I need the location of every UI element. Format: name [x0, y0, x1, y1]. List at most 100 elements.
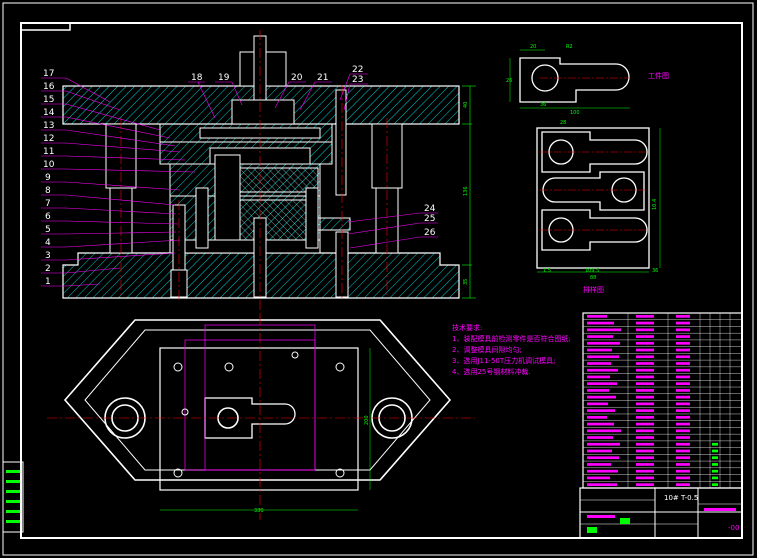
- table-cell-text: [636, 395, 654, 399]
- strip-dims: [537, 128, 661, 273]
- part-no: 25: [424, 214, 435, 224]
- part-number-leaders: [41, 73, 438, 287]
- strip-centerlines: [540, 151, 648, 231]
- table-cell-text: [636, 415, 654, 419]
- table-cell-text: [636, 436, 654, 439]
- table-cell-text: [587, 449, 612, 453]
- title-block: [579, 487, 743, 539]
- table-cell-text: [636, 328, 654, 332]
- table-cell-text: [676, 335, 690, 338]
- table-cell-text: [587, 415, 607, 419]
- part-no: 12: [43, 134, 54, 144]
- dim-text: 36: [540, 102, 546, 108]
- table-cell-text: [676, 368, 690, 372]
- table-cell-text: [636, 449, 654, 453]
- table-cell-text: [676, 315, 690, 318]
- part-no: 19: [218, 73, 230, 83]
- dim-text: 40: [463, 102, 469, 108]
- strip-layout-drawing: [536, 127, 650, 269]
- table-cell-text: [636, 315, 654, 318]
- parts-list-table: [582, 312, 743, 489]
- table-cell-text: [636, 348, 654, 352]
- table-cell-text: [636, 335, 654, 338]
- dim-text: 36: [652, 268, 658, 274]
- table-cell-text: [676, 436, 690, 439]
- dim-text: 1.5: [543, 268, 551, 274]
- dim-text: 100: [570, 110, 580, 116]
- table-cell-text: [712, 449, 718, 453]
- table-cell-text: [676, 483, 690, 486]
- tech-note: 2、调整模具间隙均匀;: [452, 345, 522, 354]
- table-cell-text: [676, 362, 690, 365]
- table-cell-text: [712, 476, 718, 480]
- part-no: 3: [45, 251, 51, 261]
- dim-text: 26: [506, 78, 512, 84]
- tech-note: 1、装配模具前检测零件是否符合图纸;: [452, 334, 571, 343]
- table-cell-text: [587, 315, 607, 318]
- part-no: 4: [45, 238, 51, 248]
- table-cell-text: [587, 355, 619, 359]
- table-cell-text: [587, 348, 612, 352]
- part-no: 5: [45, 225, 51, 235]
- revision-block: [2, 461, 24, 533]
- table-cell-text: [587, 436, 613, 439]
- table-cell-text: [587, 456, 619, 460]
- part-no: 13: [43, 121, 54, 131]
- dim-text: 35: [463, 279, 469, 285]
- table-cell-text: [676, 415, 690, 419]
- table-cell-text: [676, 409, 690, 412]
- table-cell-text: [587, 463, 611, 466]
- table-cell-text: [676, 449, 690, 453]
- table-cell-text: [587, 483, 617, 486]
- table-cell-text: [587, 469, 618, 473]
- part-no: 7: [45, 199, 51, 209]
- workpiece-drawing: [519, 57, 630, 103]
- table-cell-text: [636, 321, 654, 325]
- table-cell-text: [636, 382, 654, 386]
- table-cell-text: [587, 476, 610, 480]
- part-no: 10: [43, 160, 55, 170]
- table-cell-text: [676, 389, 690, 392]
- table-cell-text: [587, 389, 609, 392]
- dim-text: 330: [254, 508, 264, 514]
- table-cell-text: [587, 335, 613, 338]
- plan-centerlines: [47, 315, 475, 520]
- tech-note: 4、选用25号钢材料冲裁.: [452, 367, 531, 376]
- table-cell-text: [636, 456, 654, 460]
- table-cell-text: [676, 463, 690, 466]
- table-cell-text: [676, 469, 690, 473]
- table-cell-text: [636, 429, 654, 433]
- plan-view: [63, 319, 452, 491]
- part-no: 17: [43, 69, 54, 79]
- part-no: 26: [424, 228, 436, 238]
- table-cell-text: [676, 402, 690, 406]
- table-cell-text: [636, 368, 654, 372]
- table-cell-text: [636, 483, 654, 486]
- table-cell-text: [587, 328, 621, 332]
- table-cell-text: [676, 328, 690, 332]
- table-cell-text: [587, 382, 617, 386]
- part-number-labels: 17 16 15 14 13 12 11 10 9 8 7 6 5 4 3 2 …: [43, 65, 436, 287]
- plan-view-holes: [173, 351, 345, 478]
- part-no: 18: [191, 73, 203, 83]
- part-no: 14: [43, 108, 55, 118]
- dim-text: 109.5: [585, 268, 599, 274]
- part-no: 9: [45, 173, 51, 183]
- table-cell-text: [587, 362, 611, 365]
- section-dimensions: [462, 85, 476, 299]
- part-no: 11: [43, 147, 54, 157]
- dim-text: 200: [364, 415, 370, 425]
- table-cell-text: [587, 422, 614, 426]
- dim-text: 88: [590, 275, 596, 281]
- table-cell-text: [636, 442, 654, 446]
- drawing-code: -00: [728, 524, 739, 532]
- table-cell-text: [587, 341, 620, 345]
- technical-notes: 技术要求: 1、装配模具前检测零件是否符合图纸; 2、调整模具间隙均匀; 3、选…: [452, 323, 571, 376]
- table-cell-text: [676, 382, 690, 386]
- table-cell-text: [636, 409, 654, 412]
- plan-dims: [160, 348, 371, 511]
- workpiece-label: 工件图: [648, 71, 669, 80]
- table-cell-text: [636, 402, 654, 406]
- dim-text: R2: [566, 44, 573, 50]
